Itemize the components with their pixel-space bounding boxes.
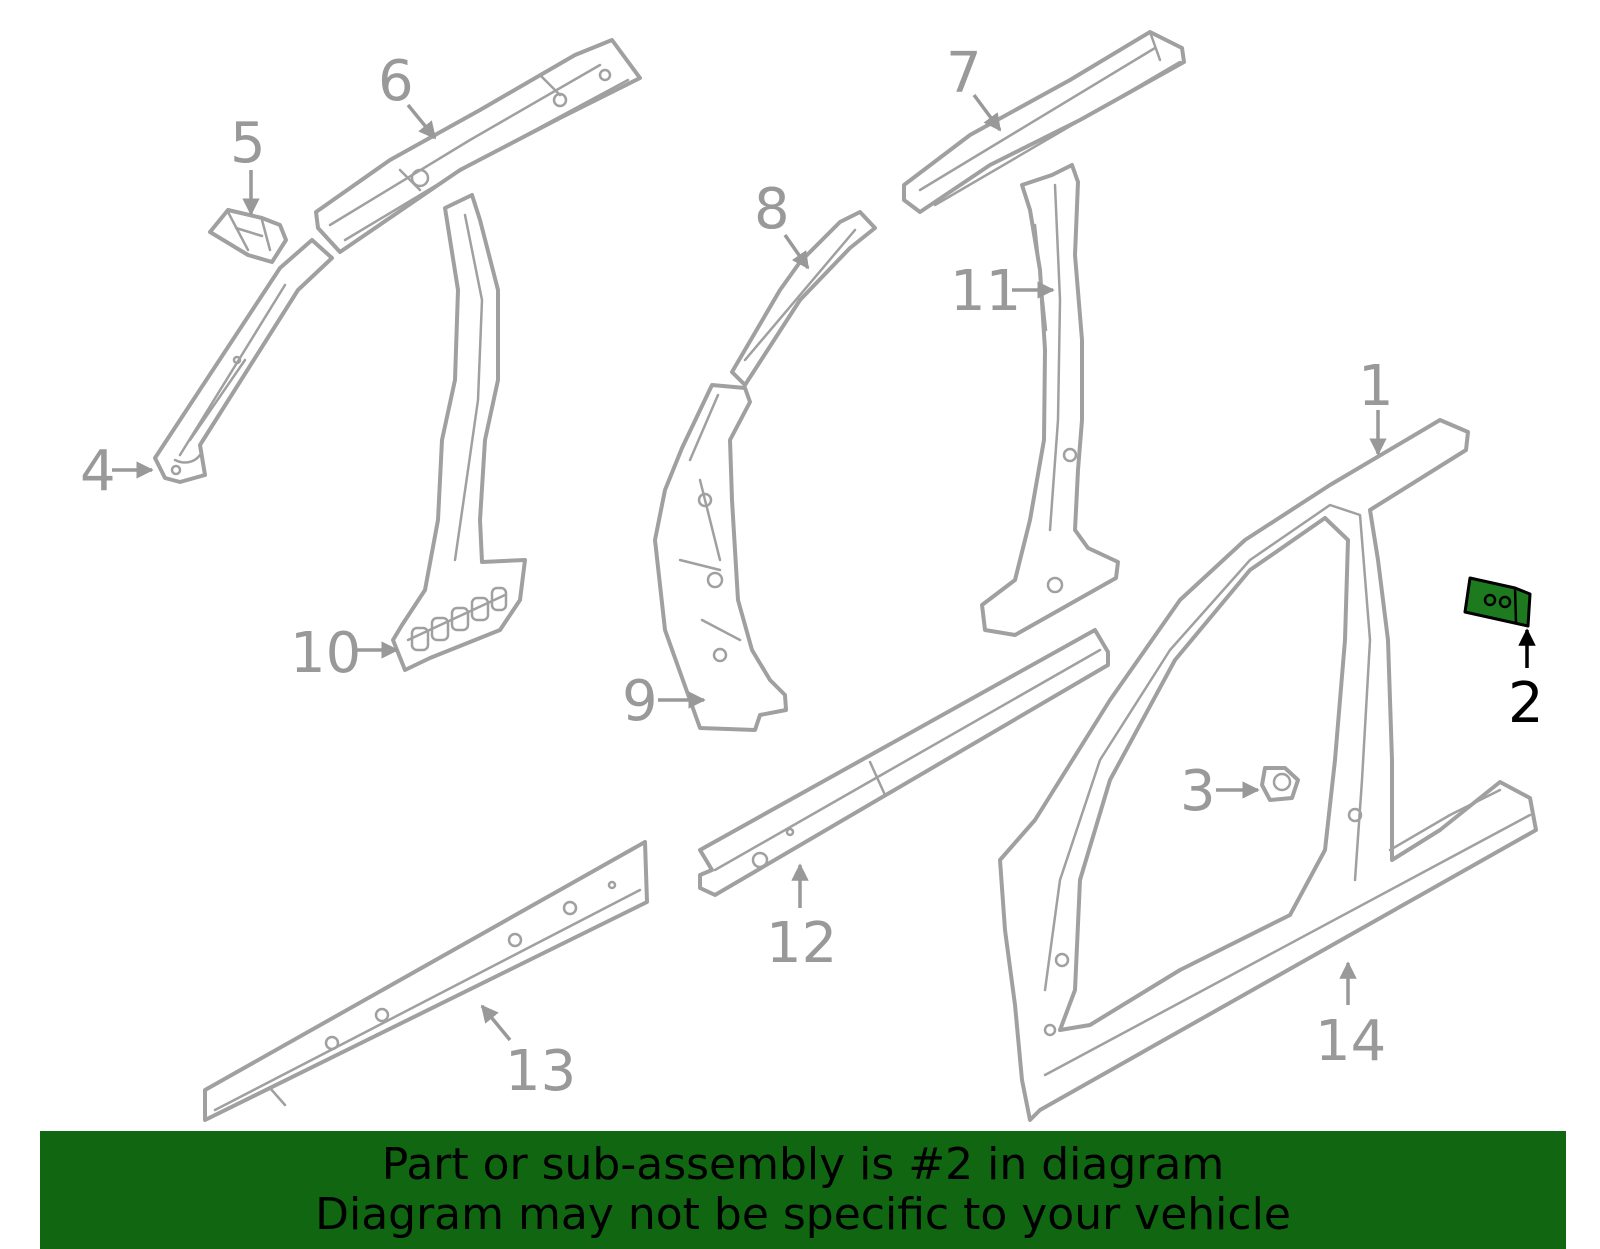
callout-3[interactable]: 3 (1180, 759, 1216, 824)
part-5-bracket[interactable] (208, 208, 288, 264)
part-4-pillar-reinforcement[interactable] (153, 238, 334, 484)
callout-2[interactable]: 2 (1508, 671, 1544, 736)
callout-6[interactable]: 6 (378, 49, 414, 114)
part-3-clip[interactable] (1260, 766, 1300, 802)
part-13-rocker-inner[interactable] (203, 840, 649, 1122)
callout-4[interactable]: 4 (80, 439, 116, 504)
callout-13[interactable]: 13 (505, 1039, 576, 1104)
callout-8[interactable]: 8 (754, 177, 790, 242)
callout-1[interactable]: 1 (1358, 354, 1394, 419)
callout-11[interactable]: 11 (950, 259, 1021, 324)
callout-labels: 1 2 3 4 5 6 7 8 9 10 11 12 13 14 (80, 41, 1544, 1104)
info-banner: Part or sub-assembly is #2 in diagram Di… (40, 1131, 1566, 1249)
part-8-front-pillar-upper[interactable] (730, 210, 877, 387)
leader-lines (112, 93, 1536, 1042)
callout-5[interactable]: 5 (230, 111, 266, 176)
part-6-roof-rail-inner[interactable] (314, 38, 642, 254)
callout-14[interactable]: 14 (1315, 1009, 1386, 1074)
part-2-bracket-highlighted[interactable] (1463, 576, 1532, 628)
banner-line-disclaimer: Diagram may not be specific to your vehi… (315, 1189, 1291, 1240)
part-9-hinge-pillar[interactable] (653, 383, 788, 732)
part-10-center-pillar-inner[interactable] (391, 193, 527, 672)
part-1-14-body-side-outer[interactable] (998, 418, 1538, 1122)
callout-9[interactable]: 9 (622, 669, 658, 734)
part-12-rocker-reinforcement[interactable] (698, 628, 1110, 897)
callout-12[interactable]: 12 (766, 911, 837, 976)
part-11-center-pillar-outer[interactable] (980, 163, 1120, 637)
banner-line-part: Part or sub-assembly is #2 in diagram (381, 1139, 1225, 1190)
callout-7[interactable]: 7 (946, 41, 982, 106)
callout-10[interactable]: 10 (290, 621, 361, 686)
part-7-roof-rail-outer[interactable] (902, 30, 1186, 214)
